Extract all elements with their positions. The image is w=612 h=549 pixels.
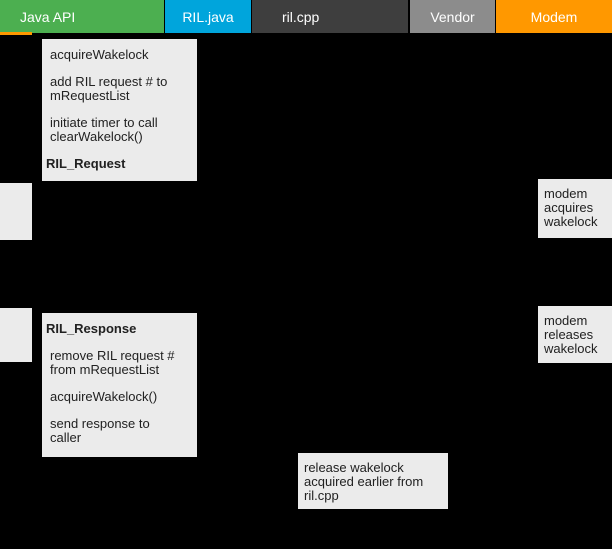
ril-response-label: RIL_Response <box>46 321 137 336</box>
note-line: remove RIL request # from mRequestList <box>50 348 175 377</box>
release-wakelock-note: release wakelock acquired earlier from r… <box>298 453 448 509</box>
modem-releases-wakelock-note: modem releases wakelock <box>538 306 612 363</box>
column-header-vendor: Vendor <box>410 0 495 33</box>
column-header-java-api: Java API <box>0 0 164 33</box>
left-edge-stub-box-lower <box>0 308 32 362</box>
note-line: modem acquires wakelock <box>544 186 598 229</box>
left-edge-stub-box-upper <box>0 183 32 240</box>
note-line: release wakelock acquired earlier from r… <box>304 460 424 503</box>
note-line: add RIL request # to mRequestList <box>50 74 168 103</box>
column-header-ril-java: RIL.java <box>165 0 251 33</box>
ril-response-note: RIL_Response remove RIL request # from m… <box>42 313 197 457</box>
ril-request-note: acquireWakelock add RIL request # to mRe… <box>42 39 197 181</box>
modem-acquires-wakelock-note: modem acquires wakelock <box>538 179 612 238</box>
ril-request-label: RIL_Request <box>46 156 126 171</box>
note-line: modem releases wakelock <box>544 313 598 356</box>
column-header-ril-cpp: ril.cpp <box>252 0 408 33</box>
orange-timeline-segment <box>0 32 32 35</box>
column-header-modem: Modem <box>496 0 612 33</box>
note-line: send response to caller <box>50 416 150 445</box>
note-line: acquireWakelock() <box>50 389 158 404</box>
note-line: initiate timer to call clearWakelock() <box>50 115 158 144</box>
note-line: acquireWakelock <box>50 47 149 62</box>
